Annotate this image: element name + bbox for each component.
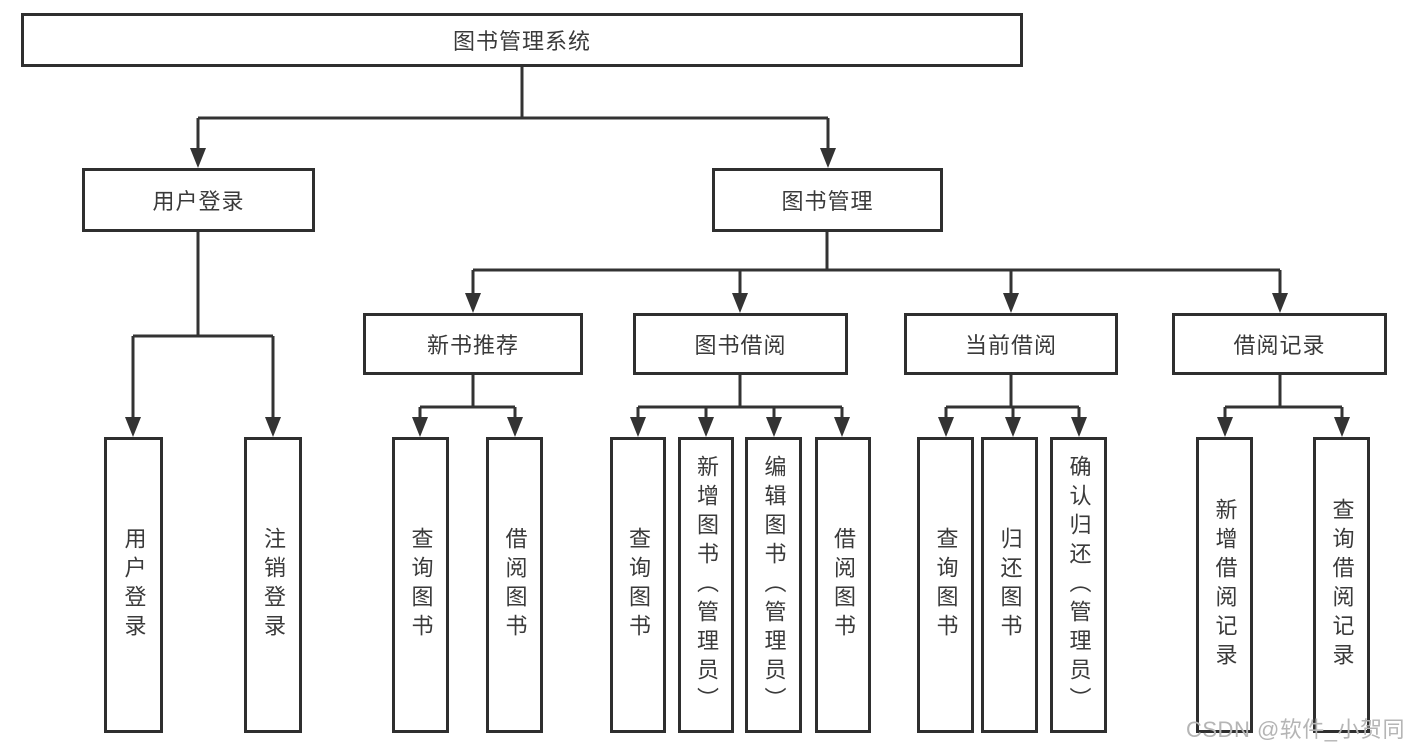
node-label: 当前借阅 [964,333,1057,358]
node-label: 新书推荐 [426,333,519,358]
arrowhead-icon [1003,293,1019,313]
node-label: 编辑图书（管理员） [761,454,787,716]
node-label: 借阅记录 [1233,333,1326,358]
leaf-logout: 注销登录 [244,437,302,733]
node-label: 查询图书 [408,527,434,643]
node-label: 归还图书 [997,527,1023,643]
leaf-borrow-books-recommend: 借阅图书 [486,437,543,733]
leaf-query-borrow-record: 查询借阅记录 [1313,437,1370,733]
node-label: 注销登录 [261,527,286,643]
arrowhead-icon [125,417,141,437]
node-current-borrow: 当前借阅 [904,313,1118,375]
node-label: 新增图书（管理员） [694,454,719,716]
node-root-system: 图书管理系统 [21,13,1023,67]
node-label: 新增借阅记录 [1212,498,1238,672]
leaf-confirm-return-admin: 确认归还（管理员） [1050,437,1107,733]
arrowhead-icon [190,148,206,168]
csdn-watermark: CSDN @软件_小贺同学 [1186,717,1405,742]
arrowhead-icon [834,417,850,437]
arrowhead-icon [507,417,523,437]
arrowhead-icon [1272,293,1288,313]
arrowhead-icon [1217,417,1233,437]
node-borrow-records: 借阅记录 [1172,313,1387,375]
arrowhead-icon [630,417,646,437]
node-label: 查询图书 [933,527,959,643]
leaf-return-books: 归还图书 [981,437,1038,733]
arrowhead-icon [698,417,714,437]
node-label: 图书借阅 [694,333,787,358]
node-label: 查询借阅记录 [1329,498,1355,672]
node-label: 图书管理 [781,189,874,214]
node-user-login-branch: 用户登录 [82,168,315,232]
leaf-add-books-admin: 新增图书（管理员） [678,437,734,733]
leaf-borrow-books: 借阅图书 [815,437,871,733]
arrowhead-icon [1005,417,1021,437]
arrowhead-icon [732,293,748,313]
leaf-edit-books-admin: 编辑图书（管理员） [745,437,802,733]
arrowhead-icon [465,293,481,313]
node-new-book-recommend: 新书推荐 [363,313,583,375]
node-label: 借阅图书 [831,527,856,643]
arrowhead-icon [820,148,836,168]
node-label: 借阅图书 [502,527,528,643]
node-label: 图书管理系统 [452,29,591,54]
arrowhead-icon [265,417,281,437]
arrowhead-icon [412,417,428,437]
leaf-query-books-current: 查询图书 [917,437,974,733]
node-label: 查询图书 [626,527,651,643]
node-label: 用户登录 [121,527,147,643]
leaf-query-books-borrow: 查询图书 [610,437,666,733]
arrowhead-icon [1334,417,1350,437]
node-book-management-branch: 图书管理 [712,168,943,232]
leaf-query-books-recommend: 查询图书 [392,437,449,733]
arrowhead-icon [938,417,954,437]
node-label: 用户登录 [152,189,245,214]
node-label: 确认归还（管理员） [1066,454,1092,716]
arrowhead-icon [1071,417,1087,437]
node-book-borrow: 图书借阅 [633,313,848,375]
arrowhead-icon [766,417,782,437]
arrowheads [125,148,1350,437]
leaf-add-borrow-record: 新增借阅记录 [1196,437,1253,733]
leaf-user-login: 用户登录 [104,437,163,733]
